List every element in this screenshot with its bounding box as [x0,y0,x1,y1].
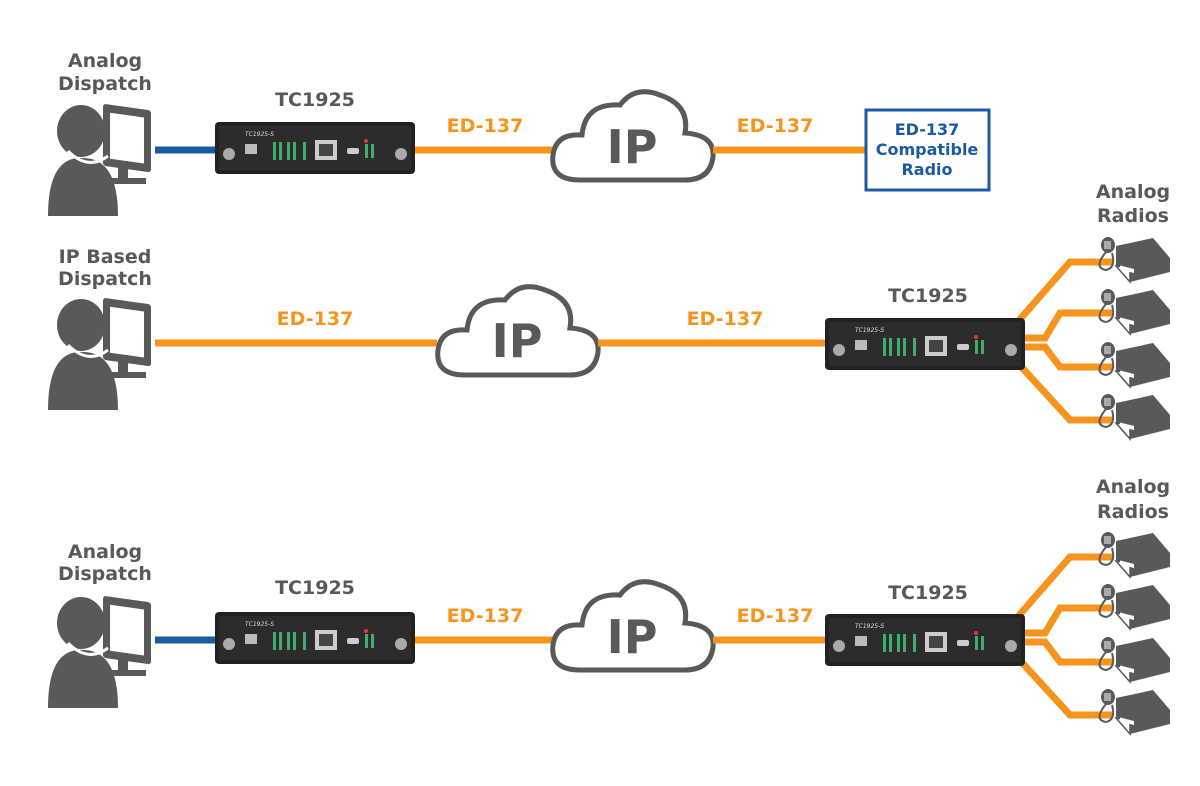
row1-cloud-label: IP [607,120,658,174]
row1-right-link-label: ED-137 [737,115,814,137]
radio-box-line2: Compatible [876,140,979,159]
row3-dispatch-label-line2: Dispatch [58,563,152,585]
ed137-radio-box [864,108,991,192]
row1-device-label: TC1925 [275,89,355,111]
row2-radios-label-line1: Analog [1096,181,1170,203]
row3-dispatcher-icon [46,594,153,710]
row3-left-tc1925-device [215,612,415,664]
row2-dispatch-label-line2: Dispatch [58,268,152,290]
row3-right-link-label: ED-137 [737,605,814,627]
row2-cloud-label: IP [492,314,543,368]
row1-dispatch-label-line1: Analog [68,50,142,72]
row3-cloud-label: IP [607,610,658,664]
radio-box-line1: ED-137 [895,120,960,139]
row2-tc1925-device [825,318,1025,370]
radio-box-line3: Radio [901,160,952,179]
row1-dispatch-label-line2: Dispatch [58,73,152,95]
row3-radios-label-line1: Analog [1096,476,1170,498]
row2-right-link-label: ED-137 [687,308,764,330]
row3-right-tc1925-device [825,614,1025,666]
row3-left-device-label: TC1925 [275,577,355,599]
row3-right-device-label: TC1925 [888,582,968,604]
row2-device-label: TC1925 [888,285,968,307]
row2-left-link-label: ED-137 [277,308,354,330]
row1-tc1925-device [215,122,415,174]
row3-radios-label-line2: Radios [1097,501,1169,523]
row3-dispatch-label-line1: Analog [68,541,142,563]
row2-dispatch-label-line1: IP Based [59,246,152,268]
row1-left-link-label: ED-137 [447,115,524,137]
row3-left-link-label: ED-137 [447,605,524,627]
row2-dispatcher-icon [46,296,153,412]
row2-radios-label-line2: Radios [1097,205,1169,227]
row1-dispatcher-icon [46,102,153,218]
row3-radio-links [1012,553,1112,719]
row2-radio-links [1012,258,1112,424]
